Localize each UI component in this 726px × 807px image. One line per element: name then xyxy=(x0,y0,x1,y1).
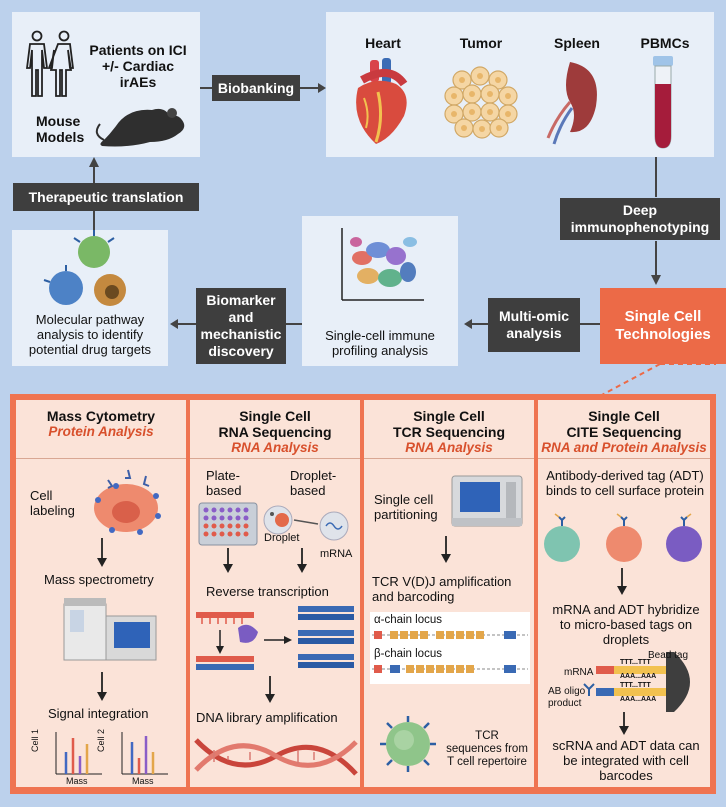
plate-based-label: Plate-based xyxy=(206,468,242,498)
tissue-tumor-label: Tumor xyxy=(459,35,503,51)
tcr-seq-header: Single Cell TCR Sequencing RNA Analysis xyxy=(364,400,534,459)
tcr-sequences-label: TCR sequences from T cell repertoire xyxy=(446,730,528,768)
droplet-based-label: Droplet-based xyxy=(290,468,337,498)
cite-mrna-label: mRNA xyxy=(564,667,594,678)
alpha-chain-label: α-chain locus xyxy=(374,614,443,626)
mass-spec-label: Mass spectrometry xyxy=(44,572,154,587)
tumor-icon xyxy=(444,66,518,139)
arrow-down-icon xyxy=(651,157,661,285)
cite-seq-header: Single Cell CITE Sequencing RNA and Prot… xyxy=(538,400,710,459)
mass-spectrometer-icon xyxy=(63,598,157,661)
dashed-connector xyxy=(10,363,716,397)
arrow-left-icon xyxy=(464,319,600,329)
biobanking-button: Biobanking xyxy=(212,75,300,101)
arrow-down-icon-c4b xyxy=(619,712,629,735)
bead-diagram xyxy=(596,652,690,712)
mouse-models-label: Mouse Models xyxy=(36,113,85,145)
mass-axis-label-1: Mass xyxy=(66,776,88,786)
dna-helix-icon xyxy=(194,738,358,776)
spectra-plots xyxy=(55,732,168,775)
arrow-up-icon xyxy=(89,157,99,230)
immune-cells-icon xyxy=(43,230,126,306)
mrna-label: mRNA xyxy=(320,548,353,560)
arrow-down-icon-c2a xyxy=(223,548,233,573)
ab-oligo-label: AB oligo product xyxy=(548,686,586,709)
tsne-plot xyxy=(341,228,424,301)
arrow-down-icon-c3a xyxy=(441,536,451,563)
tissue-spleen-label: Spleen xyxy=(554,35,600,51)
polyt-label-1: TTT...TTT xyxy=(620,659,651,666)
t-cell-icon xyxy=(380,716,436,772)
hybridize-label: mRNA and ADT hybridize to micro-based ta… xyxy=(552,602,700,647)
adt-label: Antibody-derived tag (ADT) binds to cell… xyxy=(545,468,705,498)
rna-seq-header: Single Cell RNA Sequencing RNA Analysis xyxy=(190,400,360,459)
single-cell-technologies-box: Single Cell Technologies xyxy=(600,288,726,364)
signal-integration-label: Signal integration xyxy=(48,706,149,721)
cell1-axis-label: Cell 1 xyxy=(30,728,40,752)
polyt-label-2: TTT...TTT xyxy=(620,682,651,689)
mouse-icon xyxy=(95,108,185,147)
profiling-label: Single-cell immune profiling analysis xyxy=(325,328,435,358)
cite-cells-icon xyxy=(544,513,702,562)
multi-omic-box: Multi-omic analysis xyxy=(488,298,580,352)
beta-locus-diagram xyxy=(372,665,528,673)
heart-icon xyxy=(356,58,408,144)
mass-cytometry-column xyxy=(16,400,186,787)
rt-diagram xyxy=(196,606,354,670)
droplet-icon xyxy=(263,505,349,541)
bead-tag-label: Bead tag xyxy=(648,650,689,661)
tissue-heart-label: Heart xyxy=(365,35,401,51)
partitioning-instrument-icon xyxy=(451,475,523,527)
reverse-transcription-label: Reverse transcription xyxy=(206,584,329,599)
tcr-seq-column xyxy=(364,400,534,787)
labeled-cell-icon xyxy=(94,469,161,535)
molecular-label: Molecular pathway analysis to identify p… xyxy=(28,312,152,357)
antibody-icon xyxy=(583,683,595,696)
pbmc-tube-icon xyxy=(653,56,673,149)
deep-immunophenotyping-box: Deep immunophenotyping xyxy=(560,198,720,240)
dna-amplification-label: DNA library amplification xyxy=(196,710,338,725)
droplet-label: Droplet xyxy=(264,532,300,544)
mass-cytometry-header: Mass Cytometry Protein Analysis xyxy=(16,400,186,459)
profiling-panel xyxy=(302,216,458,366)
partitioning-label: Single cell partitioning xyxy=(374,492,438,522)
mass-axis-label-2: Mass xyxy=(132,776,154,786)
cite-result-label: scRNA and ADT data can be integrated wit… xyxy=(552,738,700,783)
polya-label-2: AAA...AAA xyxy=(620,696,657,703)
therapeutic-translation-box: Therapeutic translation xyxy=(13,183,199,211)
arrow-down-icon-c4a xyxy=(617,568,627,595)
cell-labeling-label: Cell labeling xyxy=(30,488,75,518)
cell2-axis-label: Cell 2 xyxy=(96,728,106,752)
well-plate-icon xyxy=(198,502,258,546)
arrow-right-icon xyxy=(200,83,326,93)
alpha-locus-diagram xyxy=(372,631,528,639)
polya-label-1: AAA...AAA xyxy=(620,673,657,680)
vdj-label: TCR V(D)J amplification and barcoding xyxy=(372,574,512,604)
tissue-pbmcs-label: PBMCs xyxy=(640,35,690,51)
beta-chain-label: β-chain locus xyxy=(374,648,442,660)
spleen-icon xyxy=(546,62,597,145)
arrow-down-icon-c1a xyxy=(97,538,107,567)
arrow-down-icon-c1b xyxy=(97,672,107,701)
patients-label: Patients on ICI +/- Cardiac irAEs xyxy=(89,42,187,90)
biomarker-box: Biomarker and mechanistic discovery xyxy=(196,288,286,364)
rna-seq-column xyxy=(190,400,360,787)
human-figures-icon xyxy=(25,30,75,97)
arrow-down-icon-c2c xyxy=(265,676,275,703)
arrow-down-icon-c2b xyxy=(297,548,307,573)
